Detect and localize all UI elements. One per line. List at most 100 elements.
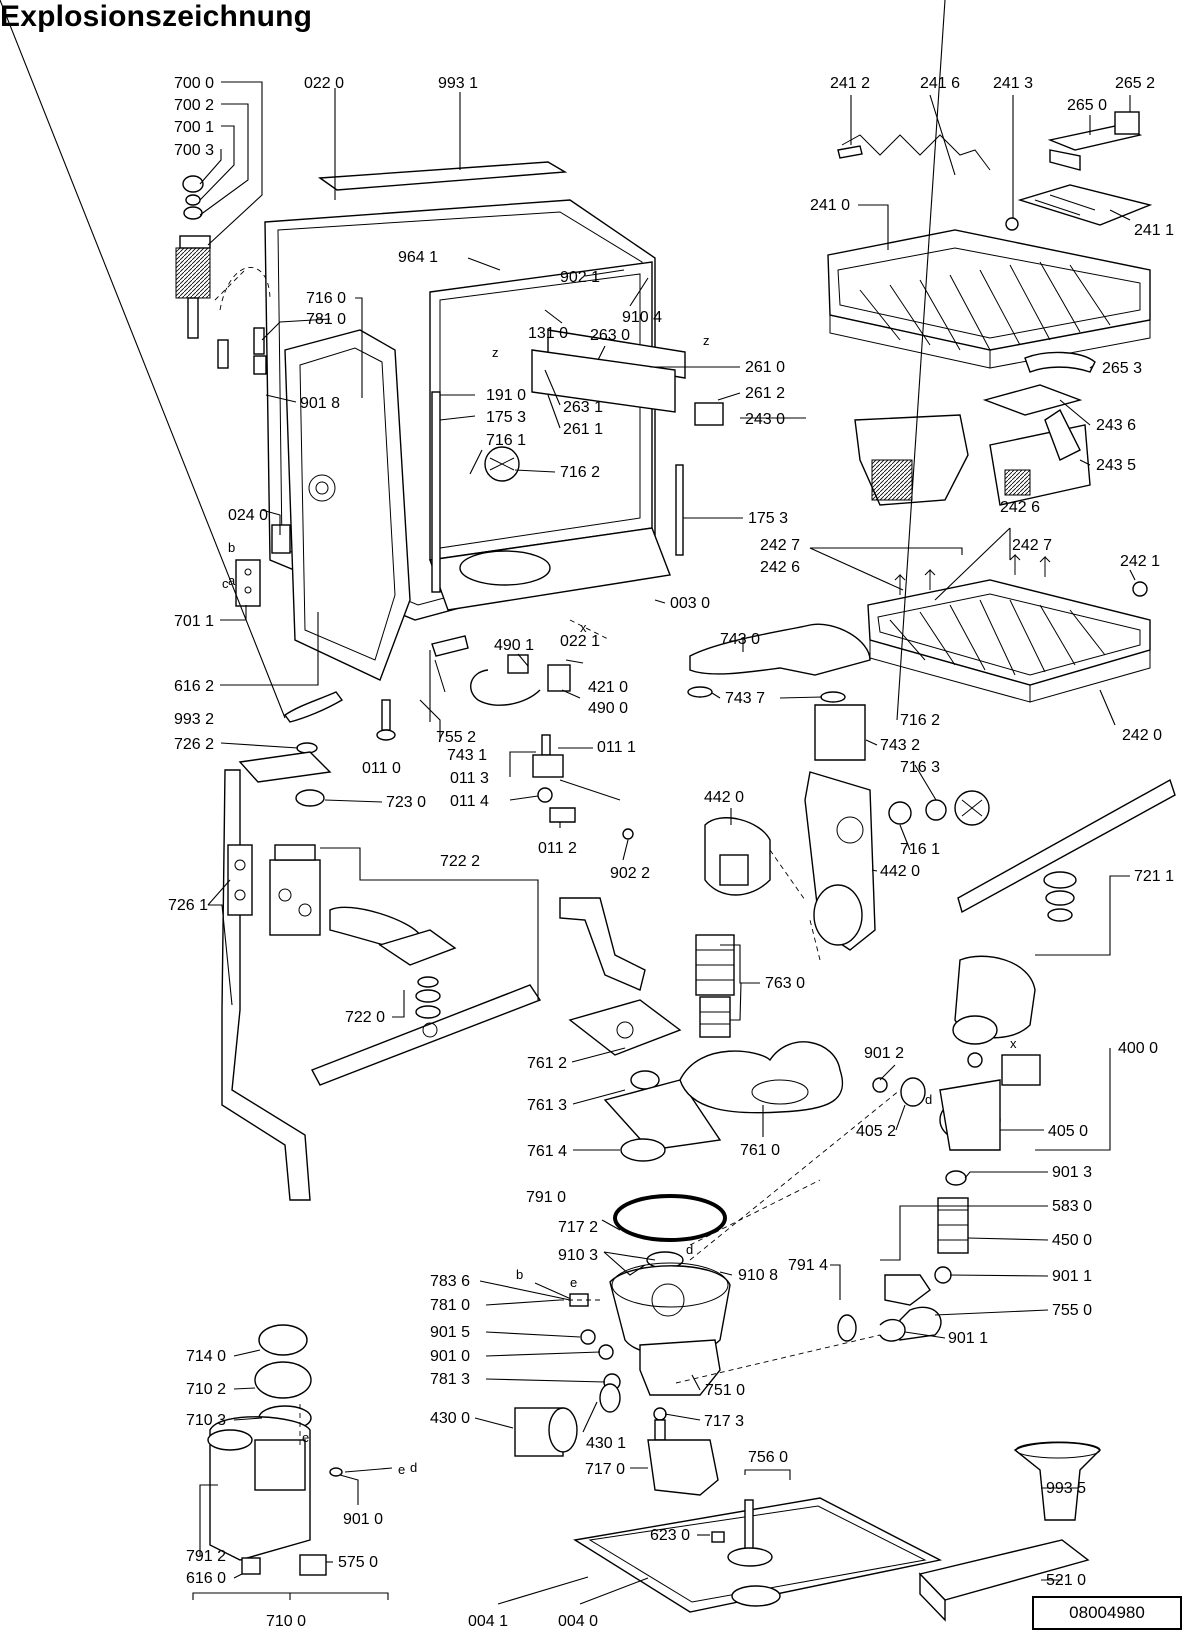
part-label: 783 6: [430, 1273, 470, 1290]
part-label: 791 2: [186, 1548, 226, 1565]
part-label: 781 0: [306, 311, 346, 328]
callout-letter: a: [228, 573, 236, 588]
part-label: 901 5: [430, 1324, 470, 1341]
part-label: 421 0: [588, 679, 628, 696]
part-label: 901 1: [948, 1330, 988, 1347]
part-label: 910 3: [558, 1247, 598, 1264]
part-label: 243 6: [1096, 417, 1136, 434]
part-label: 722 0: [345, 1009, 385, 1026]
part-label: 721 1: [1134, 868, 1174, 885]
part-label: 781 0: [430, 1297, 470, 1314]
part-label: 242 7: [760, 537, 800, 554]
part-label: 902 1: [560, 269, 600, 286]
part-label: 716 0: [306, 290, 346, 307]
part-label: 716 3: [900, 759, 940, 776]
part-label: 241 3: [993, 75, 1033, 92]
part-label: 761 3: [527, 1097, 567, 1114]
part-label: 004 1: [468, 1613, 508, 1630]
part-label: 405 2: [856, 1123, 896, 1140]
part-label: 242 7: [1012, 537, 1052, 554]
part-label: 175 3: [486, 409, 526, 426]
part-label: 442 0: [704, 789, 744, 806]
part-label: 993 1: [438, 75, 478, 92]
part-label: 442 0: [880, 863, 920, 880]
part-label: 400 0: [1118, 1040, 1158, 1057]
part-label: 583 0: [1052, 1198, 1092, 1215]
part-label: 743 0: [720, 631, 760, 648]
part-label: 623 0: [650, 1527, 690, 1544]
parts-drawing: [175, 111, 1176, 1622]
part-label: 910 8: [738, 1267, 778, 1284]
part-label: 242 0: [1122, 727, 1162, 744]
part-label: 261 1: [563, 421, 603, 438]
part-label: 761 0: [740, 1142, 780, 1159]
callout-letter: d: [925, 1092, 932, 1107]
part-label: 901 8: [300, 395, 340, 412]
part-label: 717 3: [704, 1413, 744, 1430]
part-label: 901 3: [1052, 1164, 1092, 1181]
part-label: 700 3: [174, 142, 214, 159]
part-label: 243 5: [1096, 457, 1136, 474]
part-label: 011 2: [538, 840, 577, 857]
part-label: 263 0: [590, 327, 630, 344]
part-label: 131 0: [528, 325, 568, 342]
part-label: 263 1: [563, 399, 603, 416]
part-label: 265 0: [1067, 97, 1107, 114]
part-label: 700 1: [174, 119, 214, 136]
part-label: 022 0: [304, 75, 344, 92]
part-label: 004 0: [558, 1613, 598, 1630]
part-label: 901 0: [430, 1348, 470, 1365]
part-label: 755 2: [436, 729, 476, 746]
part-label: 761 2: [527, 1055, 567, 1072]
part-label: 243 0: [745, 411, 785, 428]
part-label: 241 2: [830, 75, 870, 92]
part-label: 011 1: [597, 739, 636, 756]
part-label: 910 4: [622, 309, 662, 326]
part-label: 701 1: [174, 613, 214, 630]
part-label: 011 0: [362, 760, 401, 777]
part-label: 430 1: [586, 1435, 626, 1452]
part-label: 490 1: [494, 637, 534, 654]
part-label: 716 2: [560, 464, 600, 481]
part-label: 616 0: [186, 1570, 226, 1587]
part-label: 710 3: [186, 1412, 226, 1429]
callout-letter: z: [492, 345, 499, 360]
part-number-labels: 700 0 700 2 700 1 700 3 022 0 993 1 716 …: [168, 75, 1174, 1630]
callout-letter: b: [516, 1267, 523, 1282]
page-title: Explosionszeichnung: [0, 0, 313, 33]
part-label: 755 0: [1052, 1302, 1092, 1319]
callout-letter: z: [703, 333, 710, 348]
part-label: 241 0: [810, 197, 850, 214]
part-label: 175 3: [748, 510, 788, 527]
part-label: 450 0: [1052, 1232, 1092, 1249]
part-label: 722 2: [440, 853, 480, 870]
callout-letter: e: [570, 1275, 577, 1290]
callout-letter: x: [1010, 1036, 1017, 1051]
part-label: 902 2: [610, 865, 650, 882]
part-label: 756 0: [748, 1449, 788, 1466]
part-label: 700 0: [174, 75, 214, 92]
part-label: 717 0: [585, 1461, 625, 1478]
callout-letter: c: [222, 576, 229, 591]
part-label: 191 0: [486, 387, 526, 404]
part-label: 743 2: [880, 737, 920, 754]
part-label: 714 0: [186, 1348, 226, 1365]
part-label: 791 4: [788, 1257, 828, 1274]
part-label: 723 0: [386, 794, 426, 811]
part-label: 011 4: [450, 793, 489, 810]
part-label: 261 2: [745, 385, 785, 402]
leader-lines: [0, 0, 1136, 1605]
part-label: 241 6: [920, 75, 960, 92]
part-label: 024 0: [228, 507, 268, 524]
part-label: 490 0: [588, 700, 628, 717]
part-label: 716 2: [900, 712, 940, 729]
part-label: 242 6: [760, 559, 800, 576]
callout-letters: b a c z z x d d e x e b e d: [222, 333, 1017, 1477]
callout-letter: e: [302, 1430, 309, 1445]
part-label: 022 1: [560, 633, 600, 650]
part-label: 242 6: [1000, 499, 1040, 516]
part-label: 003 0: [670, 595, 710, 612]
part-label: 430 0: [430, 1410, 470, 1427]
part-label: 265 2: [1115, 75, 1155, 92]
